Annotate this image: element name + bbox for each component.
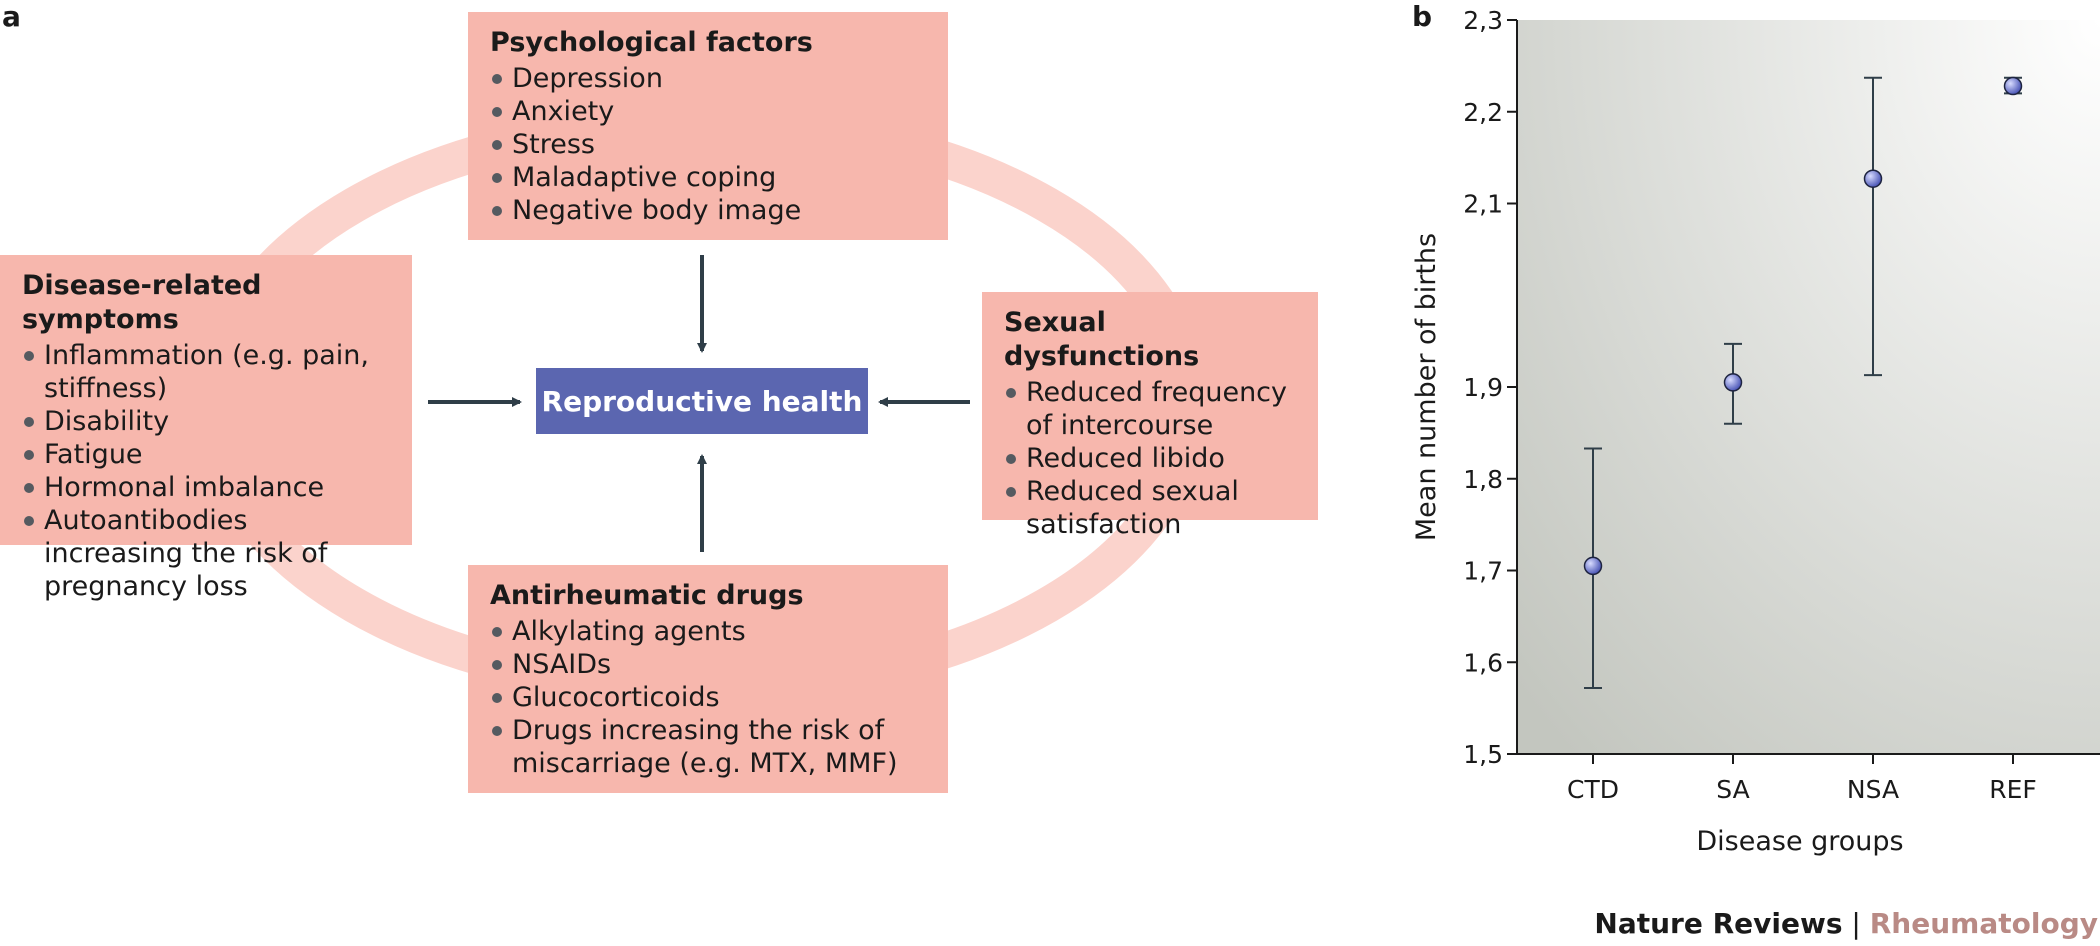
data-point: [1583, 556, 1603, 576]
factor-item: Hormonal imbalance: [22, 471, 392, 504]
data-point: [1863, 169, 1883, 188]
x-axis-label: Disease groups: [1696, 826, 1903, 857]
panel-b-label: b: [1412, 0, 1433, 33]
footer-separator: |: [1842, 907, 1870, 940]
journal-subject: Rheumatology: [1869, 907, 2098, 940]
x-tick-label: NSA: [1847, 775, 1899, 804]
y-tick-label: 2,2: [1463, 98, 1503, 127]
factor-item: Disability: [22, 405, 392, 438]
factor-item: Maladaptive coping: [490, 161, 928, 194]
factor-item: Autoantibodies increasing the risk of pr…: [22, 504, 392, 603]
y-tick-label: 1,7: [1463, 557, 1503, 586]
box-title: Antirheumatic drugs: [490, 580, 804, 611]
factor-item: Fatigue: [22, 438, 392, 471]
factor-item: Stress: [490, 128, 928, 161]
x-tick-label: REF: [1989, 775, 2037, 804]
factor-list: Inflammation (e.g. pain, stiffness)Disab…: [22, 339, 392, 603]
arrows-layer: [428, 255, 970, 552]
plot-background: [1517, 20, 2100, 754]
factor-item: Anxiety: [490, 95, 928, 128]
box-title: Sexual dysfunctions: [1004, 307, 1200, 372]
factor-item: Inflammation (e.g. pain, stiffness): [22, 339, 392, 405]
panel-a-label: a: [2, 0, 21, 33]
y-tick-label: 2,1: [1463, 190, 1503, 219]
sexual-dysfunctions-box: Sexual dysfunctions Reduced frequency of…: [982, 292, 1318, 540]
y-tick-label: 1,5: [1463, 740, 1503, 769]
x-tick-label: CTD: [1567, 775, 1619, 804]
factor-item: Reduced frequency of intercourse: [1004, 376, 1298, 442]
y-axis-label: Mean number of births: [1411, 233, 1442, 541]
x-tick-label: SA: [1716, 775, 1749, 804]
y-tick-label: 1,6: [1463, 648, 1503, 677]
factor-item: NSAIDs: [490, 648, 928, 681]
factor-item: Depression: [490, 62, 928, 95]
box-title: Psychological factors: [490, 27, 813, 58]
data-point: [1723, 373, 1743, 392]
data-point: [2003, 76, 2023, 96]
y-tick-label: 2,3: [1463, 6, 1503, 35]
factor-item: Reduced sexual satisfaction: [1004, 475, 1298, 541]
births-chart: 1,5 1,6 1,7 1,8 1,9 2,1 2,2 2,3 CTD SA NSA REF Mea…: [1411, 6, 2100, 857]
journal-name: Nature Reviews: [1594, 907, 1843, 940]
disease-symptoms-box: Disease-related symptoms Inflammation (e…: [0, 255, 412, 602]
factor-item: Glucocorticoids: [490, 681, 928, 714]
box-title: Disease-related symptoms: [22, 270, 262, 335]
factor-item: Drugs increasing the risk of miscarriage…: [490, 714, 928, 780]
y-tick-label: 1,8: [1463, 465, 1503, 494]
journal-footer: Nature Reviews | Rheumatology: [1594, 907, 2098, 940]
y-tick-label: 1,9: [1463, 373, 1503, 402]
factor-item: Negative body image: [490, 194, 928, 227]
reproductive-health-box: Reproductive health: [536, 368, 868, 434]
factor-item: Alkylating agents: [490, 615, 928, 648]
factor-item: Reduced libido: [1004, 442, 1298, 475]
